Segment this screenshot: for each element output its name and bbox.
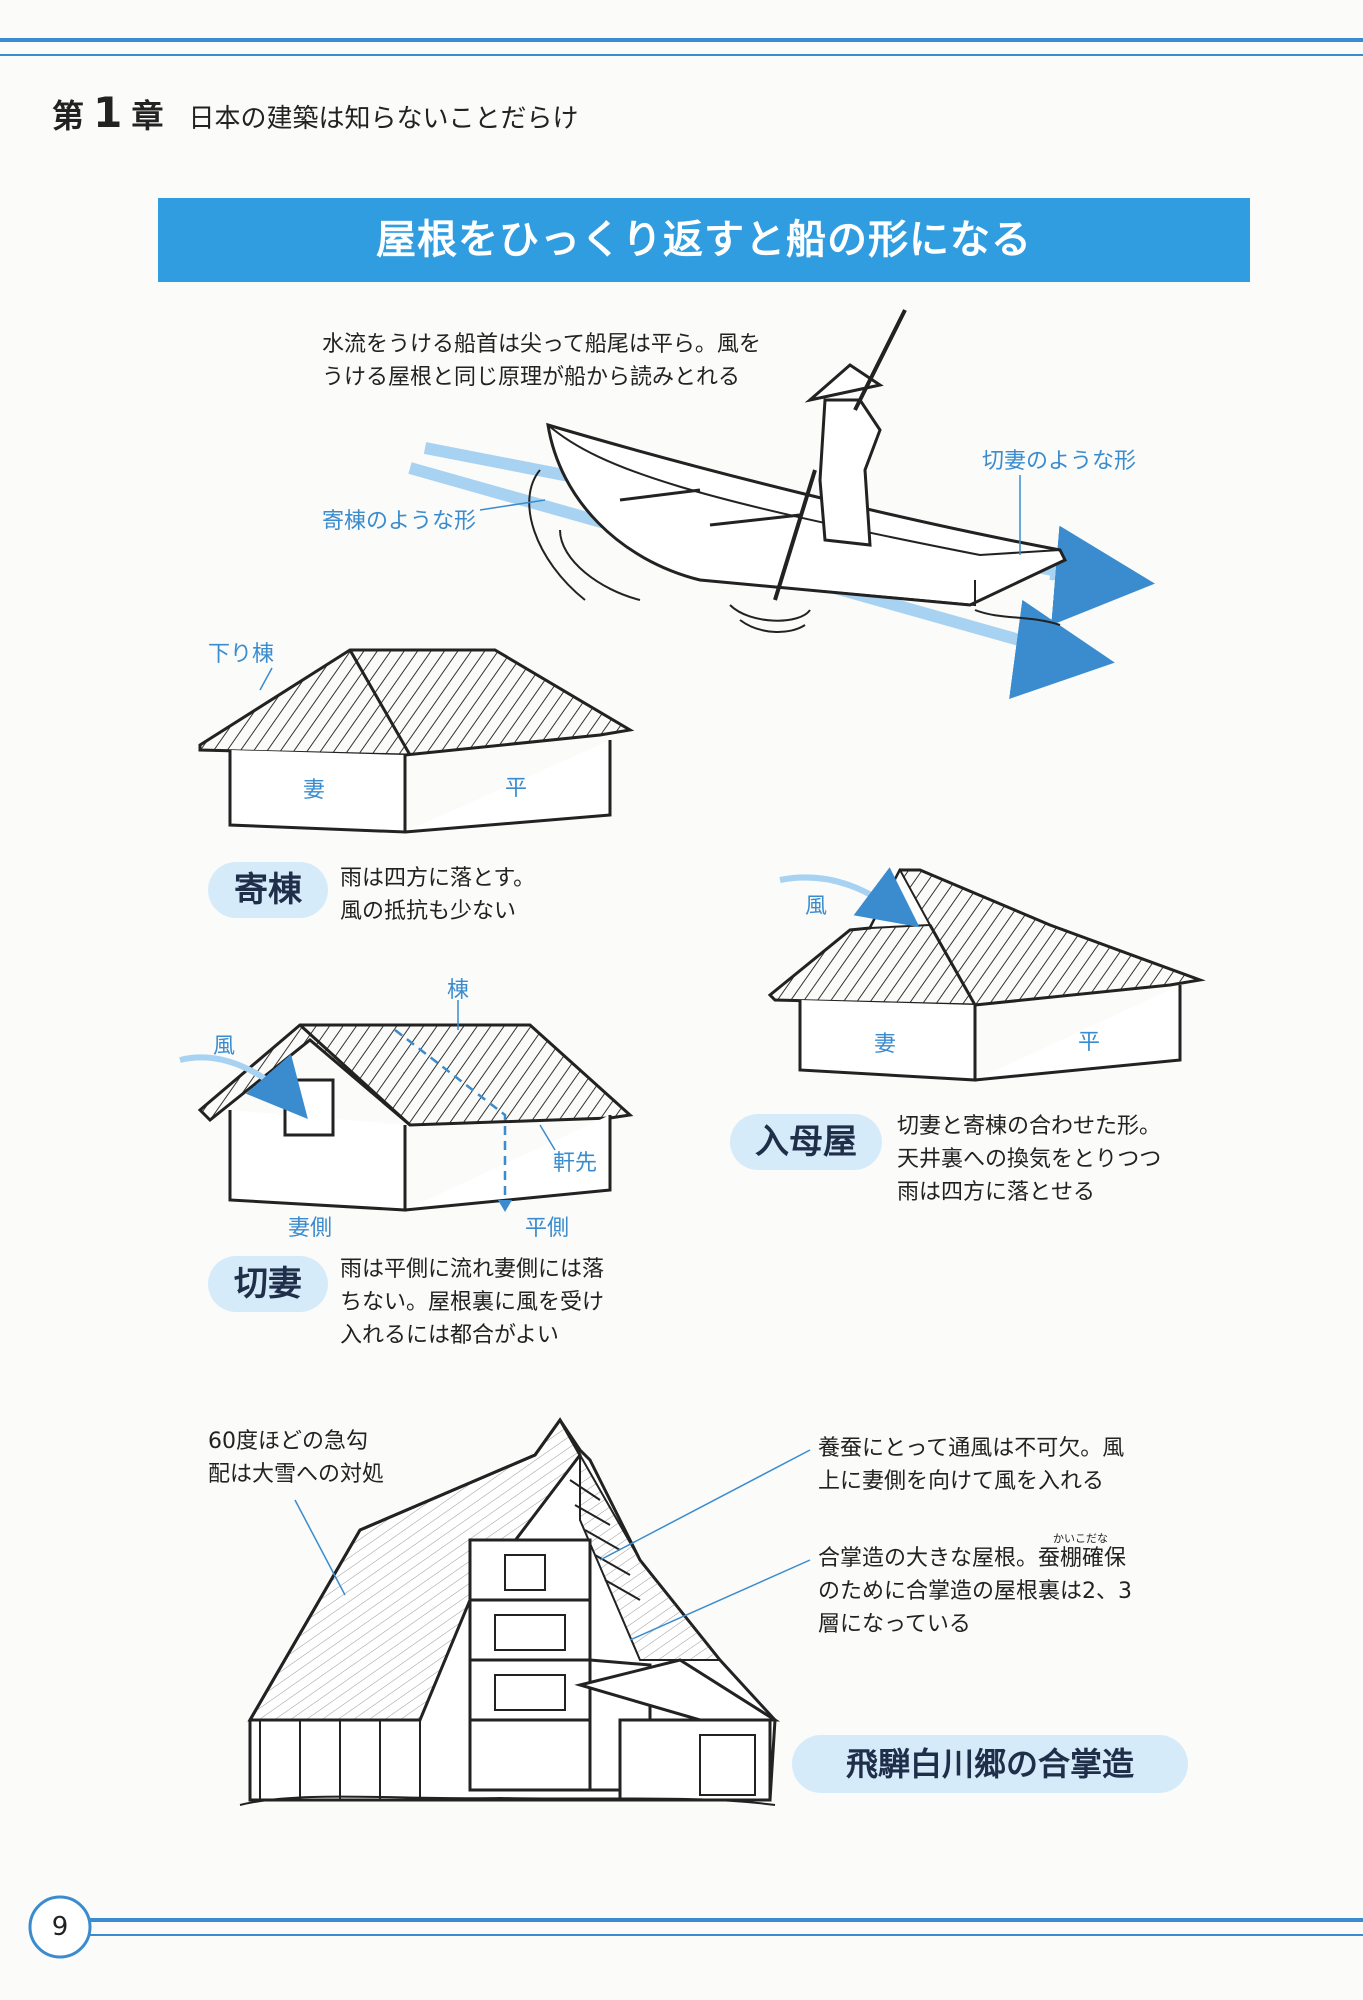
label-tsuma-irimoya: 妻 bbox=[874, 1032, 897, 1057]
gassho-caption-right2: 合掌造の大きな屋根。蚕棚確保 のために合掌造の屋根裏は2、3 層になっている bbox=[818, 1542, 1132, 1641]
gassho-caption-left: 60度ほどの急勾 配は大雪への対処 bbox=[208, 1425, 384, 1491]
yosemune-desc-line2: 風の抵抗も少ない bbox=[340, 899, 517, 924]
kirizuma-name-badge: 切妻 bbox=[208, 1256, 328, 1312]
gassho-illustration bbox=[239, 1417, 811, 1806]
gassho-name: 飛騨白川郷の合掌造 bbox=[845, 1745, 1134, 1783]
label-hira-side: 平側 bbox=[525, 1216, 570, 1241]
yosemune-name-badge: 寄棟 bbox=[208, 862, 328, 918]
page-number: 9 bbox=[51, 1912, 69, 1942]
kirizuma-desc-line1: 雨は平側に流れ妻側には落 bbox=[340, 1257, 605, 1282]
yosemune-description: 雨は四方に落とす。 風の抵抗も少ない bbox=[340, 862, 535, 928]
label-hira-yosemune: 平 bbox=[505, 776, 528, 801]
boat-caption-line1: 水流をうける船首は尖って船尾は平ら。風を bbox=[322, 332, 761, 357]
gassho-caption-right1: 養蚕にとって通風は不可欠。風 上に妻側を向けて風を入れる bbox=[818, 1432, 1124, 1498]
gassho-caption-right2-line1: 合掌造の大きな屋根。蚕棚確保 bbox=[818, 1546, 1127, 1571]
top-rule bbox=[0, 38, 1363, 56]
section-banner: 屋根をひっくり返すと船の形になる bbox=[158, 198, 1250, 282]
label-hip-like: 寄棟のような形 bbox=[322, 509, 477, 534]
yosemune-desc-line1: 雨は四方に落とす。 bbox=[340, 866, 536, 891]
irimoya-desc-line2: 天井裏への換気をとりつつ bbox=[897, 1147, 1162, 1172]
kirizuma-desc-line2: ちない。屋根裏に風を受け bbox=[340, 1290, 605, 1315]
irimoya-desc-line1: 切妻と寄棟の合わせた形。 bbox=[897, 1114, 1162, 1139]
kirizuma-desc-line3: 入れるには都合がよい bbox=[340, 1323, 559, 1348]
label-tsuma-side: 妻側 bbox=[288, 1216, 333, 1241]
gassho-caption-right2-line3: 層になっている bbox=[818, 1612, 971, 1637]
yosemune-illustration bbox=[198, 648, 635, 834]
gassho-caption-left-line2: 配は大雪への対処 bbox=[208, 1462, 385, 1487]
label-ridge-kirizuma: 棟 bbox=[447, 978, 470, 1003]
kirizuma-illustration bbox=[179, 1000, 634, 1212]
boat-caption: 水流をうける船首は尖って船尾は平ら。風を うける屋根と同じ原理が船から読みとれる bbox=[322, 328, 761, 394]
boat-illustration bbox=[408, 309, 1155, 699]
label-tsuma-yosemune: 妻 bbox=[303, 778, 326, 803]
chapter-title: 日本の建築は知らないことだらけ bbox=[188, 104, 579, 134]
gassho-caption-right1-line2: 上に妻側を向けて風を入れる bbox=[818, 1469, 1105, 1494]
yosemune-name: 寄棟 bbox=[234, 870, 302, 910]
gassho-caption-right1-line1: 養蚕にとって通風は不可欠。風 bbox=[818, 1436, 1125, 1461]
irimoya-name: 入母屋 bbox=[755, 1122, 857, 1162]
irimoya-desc-line3: 雨は四方に落とせる bbox=[897, 1180, 1096, 1205]
irimoya-description: 切妻と寄棟の合わせた形。 天井裏への換気をとりつつ 雨は四方に落とせる bbox=[897, 1110, 1161, 1209]
kirizuma-description: 雨は平側に流れ妻側には落 ちない。屋根裏に風を受け 入れるには都合がよい bbox=[340, 1253, 604, 1352]
irimoya-name-badge: 入母屋 bbox=[730, 1114, 882, 1170]
chapter-number: 1 bbox=[93, 88, 123, 137]
label-descending-ridge: 下り棟 bbox=[208, 642, 275, 667]
label-hira-irimoya: 平 bbox=[1078, 1030, 1101, 1055]
gassho-caption-right2-line2: のために合掌造の屋根裏は2、3 bbox=[818, 1579, 1132, 1604]
bottom-rule bbox=[28, 1895, 1363, 1959]
chapter-prefix: 第 bbox=[52, 97, 85, 135]
chapter-suffix: 章 bbox=[131, 97, 164, 135]
section-title: 屋根をひっくり返すと船の形になる bbox=[376, 217, 1032, 263]
kirizuma-name: 切妻 bbox=[234, 1264, 302, 1304]
boat-caption-line2: うける屋根と同じ原理が船から読みとれる bbox=[322, 365, 741, 390]
irimoya-illustration bbox=[767, 867, 1206, 1082]
label-wind-irimoya: 風 bbox=[805, 894, 828, 919]
label-gable-like: 切妻のような形 bbox=[982, 449, 1137, 474]
label-wind-kirizuma: 風 bbox=[213, 1034, 236, 1059]
gassho-caption-left-line1: 60度ほどの急勾 bbox=[208, 1429, 368, 1454]
gassho-name-badge: 飛騨白川郷の合掌造 bbox=[792, 1735, 1188, 1793]
gassho-ruby: かいこだな bbox=[1053, 1532, 1108, 1545]
label-eave: 軒先 bbox=[553, 1151, 598, 1176]
chapter-header: 第 1 章 日本の建築は知らないことだらけ bbox=[52, 88, 579, 138]
